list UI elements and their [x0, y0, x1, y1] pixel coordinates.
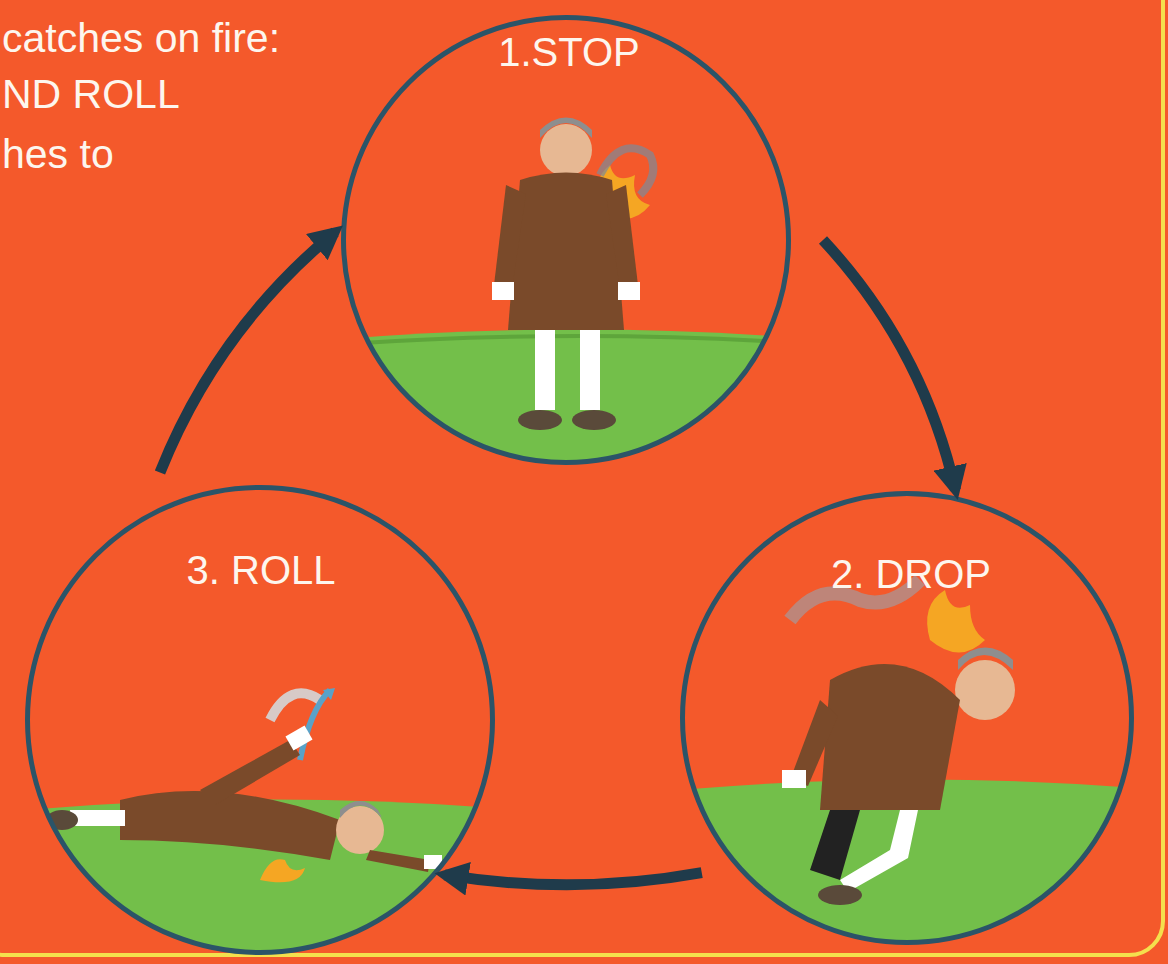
roll-scene	[25, 688, 495, 955]
instruction-text: ND ROLL	[2, 70, 180, 118]
cycle-arrow	[445, 873, 702, 885]
stop-scene	[330, 118, 800, 481]
step-circle: 3. ROLL	[25, 485, 495, 955]
instruction-text: catches on fire:	[2, 14, 280, 62]
step-circle: 1.STOP	[341, 15, 791, 465]
step-label: 2. DROP	[693, 552, 1129, 596]
step-label: 1.STOP	[352, 30, 786, 74]
drop-scene	[680, 580, 1135, 945]
cycle-arrow	[823, 240, 955, 490]
step-label: 3. ROLL	[32, 548, 490, 592]
instruction-text: hes to	[2, 130, 114, 178]
step-circle: 2. DROP	[680, 491, 1134, 945]
cycle-arrow	[160, 232, 335, 473]
